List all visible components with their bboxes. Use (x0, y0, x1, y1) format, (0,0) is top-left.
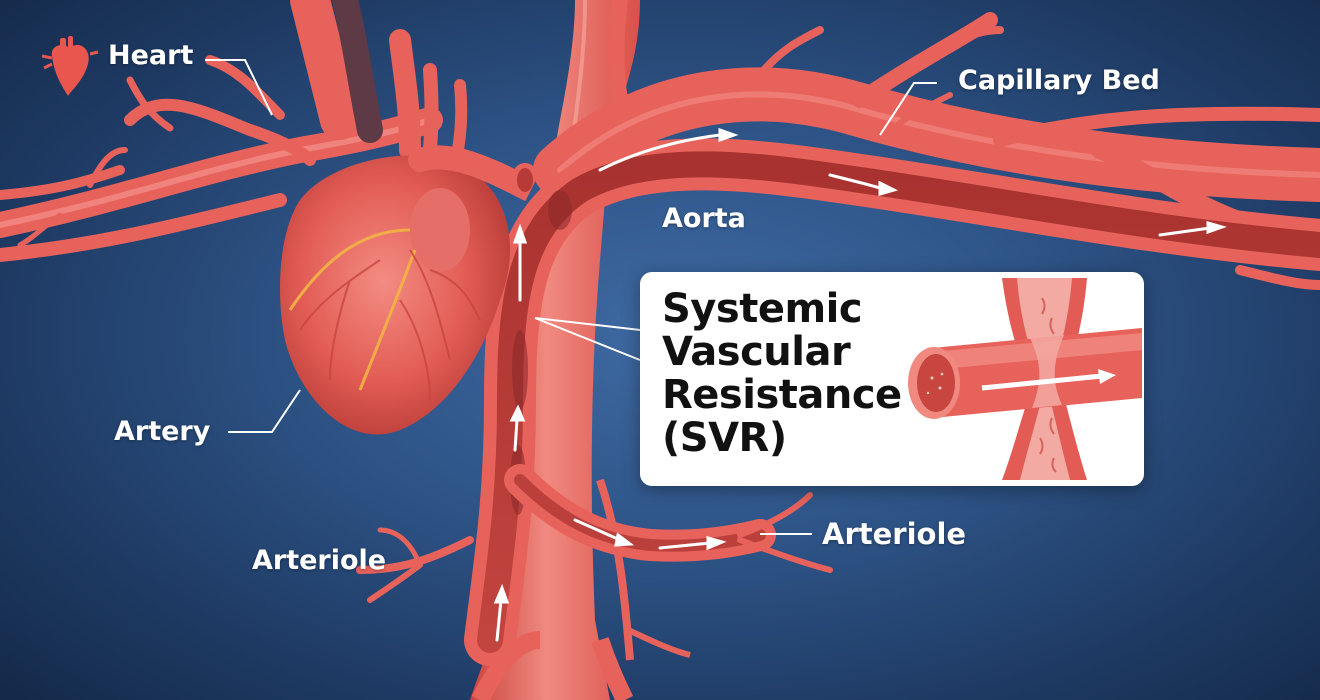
label-aorta: Aorta (662, 203, 746, 234)
aortic-arch (533, 0, 1320, 290)
great-vessels (290, 0, 468, 161)
heart-icon (41, 36, 99, 96)
label-arteriole-right: Arteriole (822, 517, 967, 551)
label-capillary-bed: Capillary Bed (958, 65, 1160, 96)
narrowed-vessel-illustration (908, 278, 1142, 480)
svr-line-2: Vascular (662, 329, 851, 375)
left-arteries (0, 55, 443, 262)
svr-line-1: Systemic (662, 286, 863, 332)
leader-lines (205, 59, 937, 535)
arteriole-branch (356, 464, 833, 603)
svr-line-3: Resistance (662, 372, 902, 418)
label-artery: Artery (114, 416, 211, 447)
svr-title: Systemic Vascular Resistance (SVR) (662, 288, 912, 460)
svr-callout: Systemic Vascular Resistance (SVR) (640, 272, 1144, 486)
heart-illustration (280, 145, 537, 435)
label-heart: Heart (108, 40, 194, 71)
svr-line-4: (SVR) (662, 415, 787, 461)
label-arteriole-left: Arteriole (252, 545, 387, 576)
